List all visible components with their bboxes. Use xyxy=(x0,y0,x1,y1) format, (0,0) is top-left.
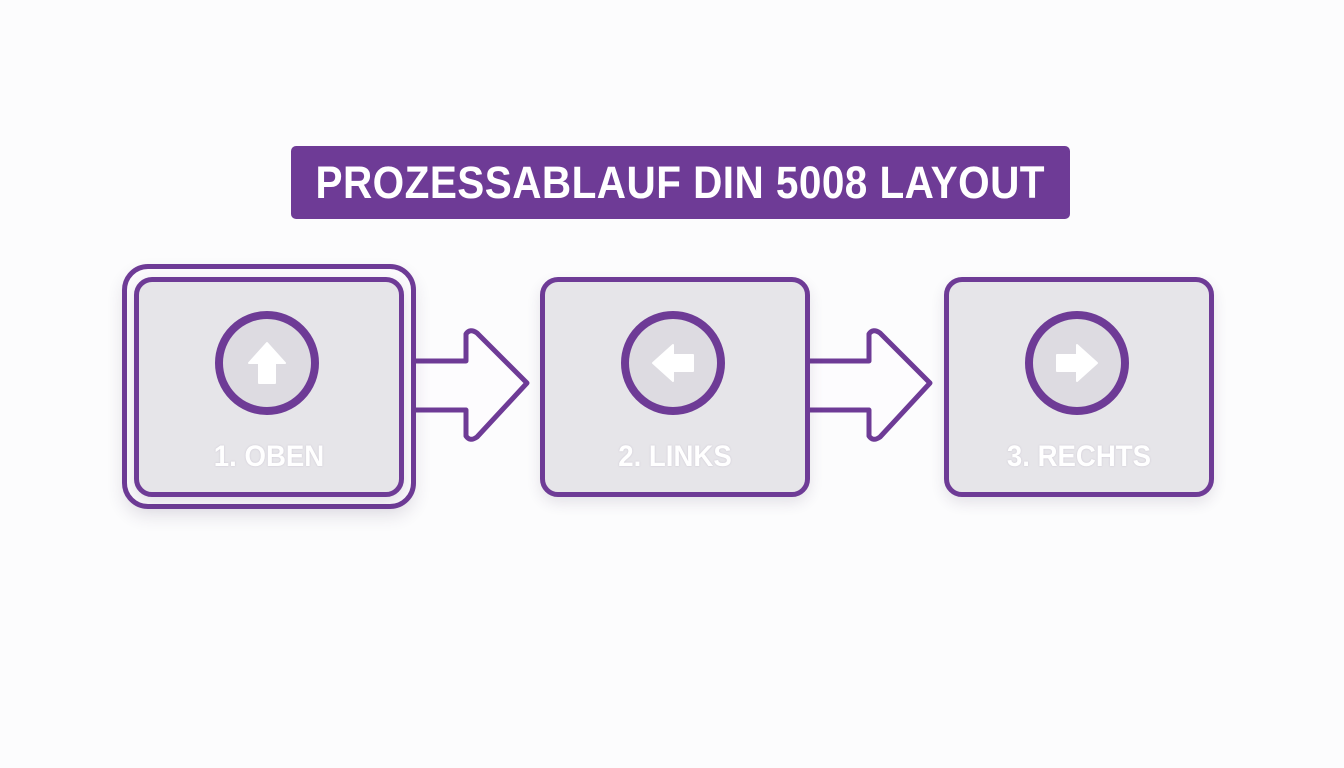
step-1-label: 1. OBEN xyxy=(213,440,325,473)
step-1-icon-circle xyxy=(215,311,319,415)
step-2-label: 2. LINKS xyxy=(618,440,732,473)
arrow-left-icon xyxy=(652,344,694,382)
step-3-box[interactable]: 3. RECHTS xyxy=(944,277,1214,497)
step-2-box[interactable]: 2. LINKS xyxy=(540,277,810,497)
step-2-icon-circle xyxy=(621,311,725,415)
connector-arrow-1-2 xyxy=(400,328,530,442)
step-3-icon-circle xyxy=(1025,311,1129,415)
arrow-right-icon xyxy=(1056,344,1098,382)
connector-arrow-2-3 xyxy=(805,328,933,442)
diagram-title: PROZESSABLAUF DIN 5008 LAYOUT xyxy=(315,156,1046,208)
step-1-box[interactable]: 1. OBEN xyxy=(134,277,404,497)
step-3-label: 3. RECHTS xyxy=(1006,440,1152,473)
title-banner: PROZESSABLAUF DIN 5008 LAYOUT xyxy=(291,146,1070,219)
arrow-up-icon xyxy=(248,342,286,384)
